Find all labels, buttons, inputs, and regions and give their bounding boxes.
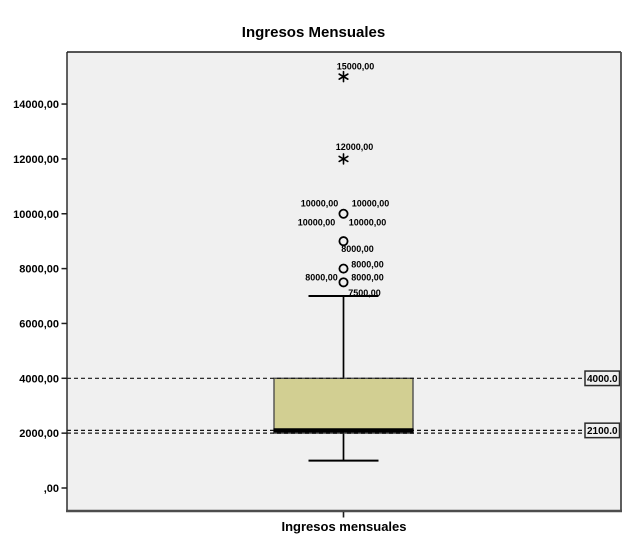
y-tick-label: 6000,00	[19, 318, 59, 330]
chart-title: Ingresos Mensuales	[241, 24, 386, 41]
outlier-circle	[338, 236, 349, 247]
outlier-label: 15000,00	[337, 62, 375, 72]
outlier-label: 8000,00	[305, 272, 338, 282]
y-tick-label: 10000,00	[13, 209, 59, 221]
extreme-asterisk	[338, 155, 349, 163]
y-tick-label: 14000,00	[13, 99, 59, 111]
x-axis-label: Ingresos mensuales	[281, 519, 407, 534]
outlier-label: 7500,00	[348, 288, 381, 298]
outlier-label: 10000,00	[349, 217, 387, 227]
y-tick-label: 12000,00	[13, 154, 59, 166]
outlier-label: 10000,00	[301, 198, 339, 208]
outlier-circle	[338, 277, 349, 288]
y-tick-label: 2000,00	[19, 428, 59, 440]
extreme-asterisk	[338, 73, 349, 80]
reference-label-box	[584, 370, 621, 387]
outlier-circle	[338, 208, 349, 219]
outlier-label: 10000,00	[298, 217, 336, 227]
outlier-label: 10000,00	[352, 198, 390, 208]
y-tick-label: ,00	[44, 483, 59, 495]
outlier-label: 8000,00	[351, 272, 384, 282]
outlier-label: 8000,00	[341, 244, 374, 254]
box	[273, 377, 414, 434]
outlier-label: 12000,00	[336, 142, 374, 152]
y-tick-label: 4000,00	[19, 373, 59, 385]
outlier-label: 8000,00	[351, 260, 384, 270]
reference-label-box	[584, 422, 621, 439]
y-tick-label: 8000,00	[19, 264, 59, 276]
outlier-circle	[338, 263, 349, 274]
reference-label: 2100.0	[587, 426, 618, 437]
reference-label: 4000.0	[587, 374, 618, 385]
